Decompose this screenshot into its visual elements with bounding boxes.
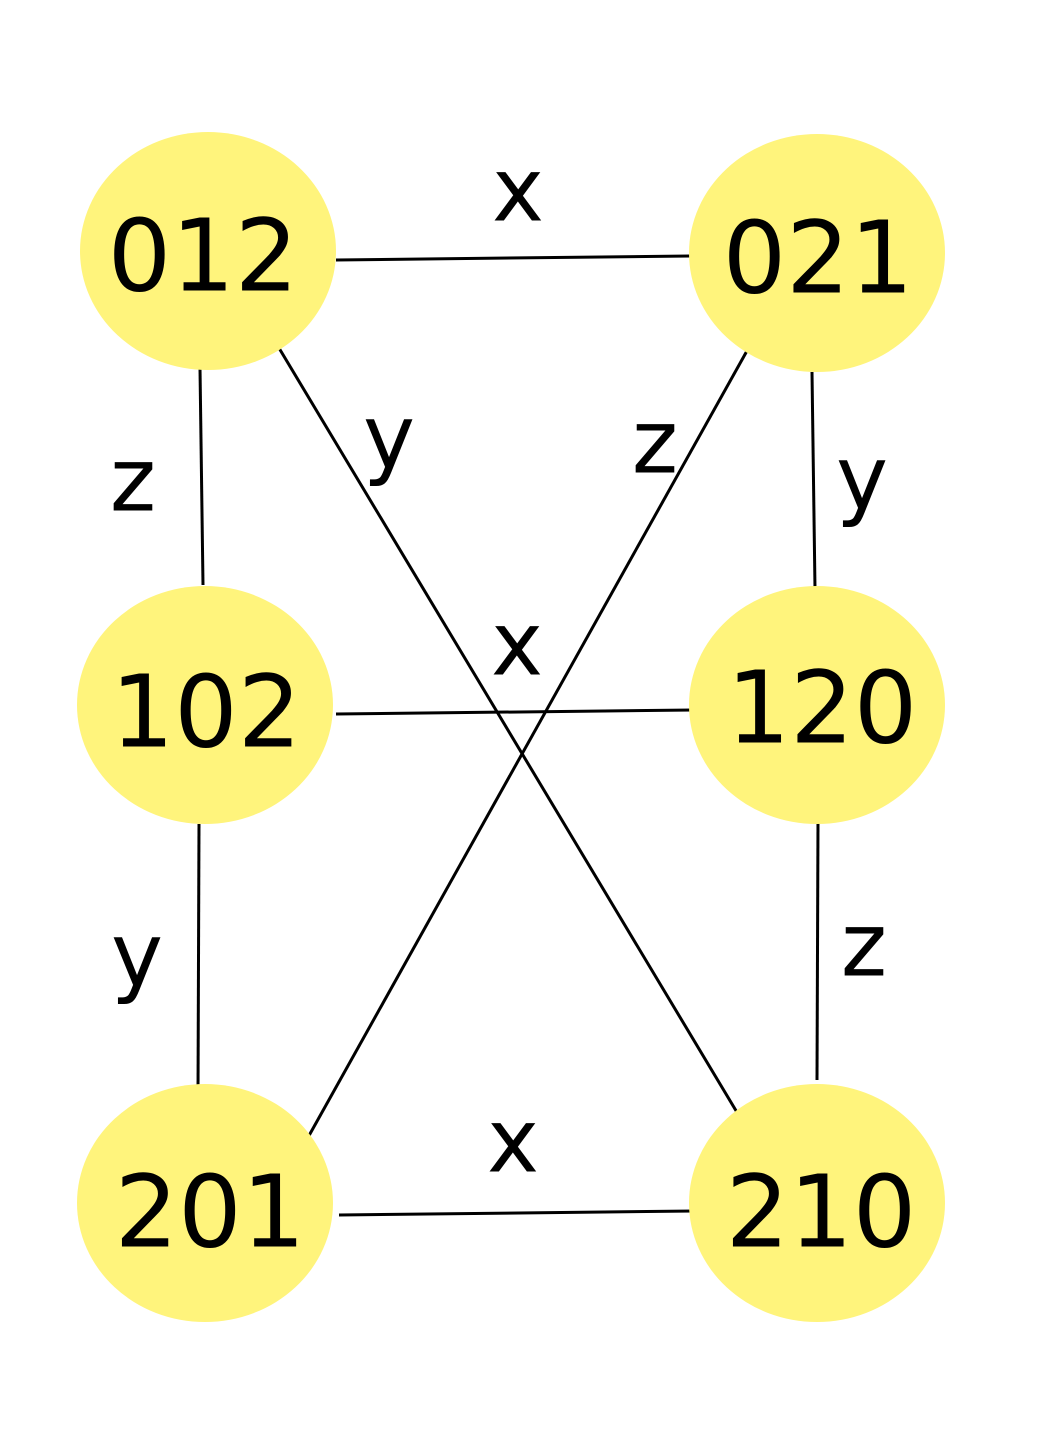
edge-012-021 (335, 254, 691, 262)
node-circle (77, 1084, 333, 1322)
node-label: 012 (108, 198, 299, 315)
node-102: 102 (77, 586, 333, 824)
node-circle (80, 132, 336, 370)
edge-label-120-210: z (841, 894, 887, 997)
node-label: 210 (726, 1154, 917, 1271)
edges (196, 254, 820, 1217)
edge-021-120 (810, 371, 817, 590)
edge-label-012-102: z (110, 429, 156, 532)
node-210: 210 (689, 1084, 945, 1322)
node-circle (689, 134, 945, 372)
node-label: 102 (111, 654, 302, 771)
edge-012-102 (198, 367, 205, 586)
edge-label-012-021: x (492, 139, 544, 242)
edge-label-021-120: y (836, 427, 888, 530)
edge-label-012-210: y (363, 386, 415, 489)
edge-201-210 (338, 1209, 695, 1217)
node-021: 021 (689, 134, 945, 372)
edge-label-201-210: x (487, 1090, 539, 1193)
node-201: 201 (77, 1084, 333, 1322)
node-circle (689, 1084, 945, 1322)
edge-021-201 (304, 348, 750, 1142)
node-label: 201 (115, 1154, 306, 1271)
node-012: 012 (80, 132, 336, 370)
edge-label-021-201: z (632, 391, 678, 494)
node-circle (689, 586, 945, 824)
node-label: 021 (723, 200, 914, 317)
edge-label-102-120: x (491, 593, 543, 696)
edge-102-201 (196, 823, 201, 1095)
edge-102-120 (335, 708, 694, 716)
edge-labels: x z y z y x y z x (110, 139, 888, 1193)
node-circle (77, 586, 333, 824)
edge-label-102-201: y (111, 904, 163, 1007)
node-label: 120 (727, 650, 918, 767)
edge-120-210 (815, 819, 820, 1081)
node-120: 120 (689, 586, 945, 824)
edge-012-210 (277, 347, 740, 1115)
